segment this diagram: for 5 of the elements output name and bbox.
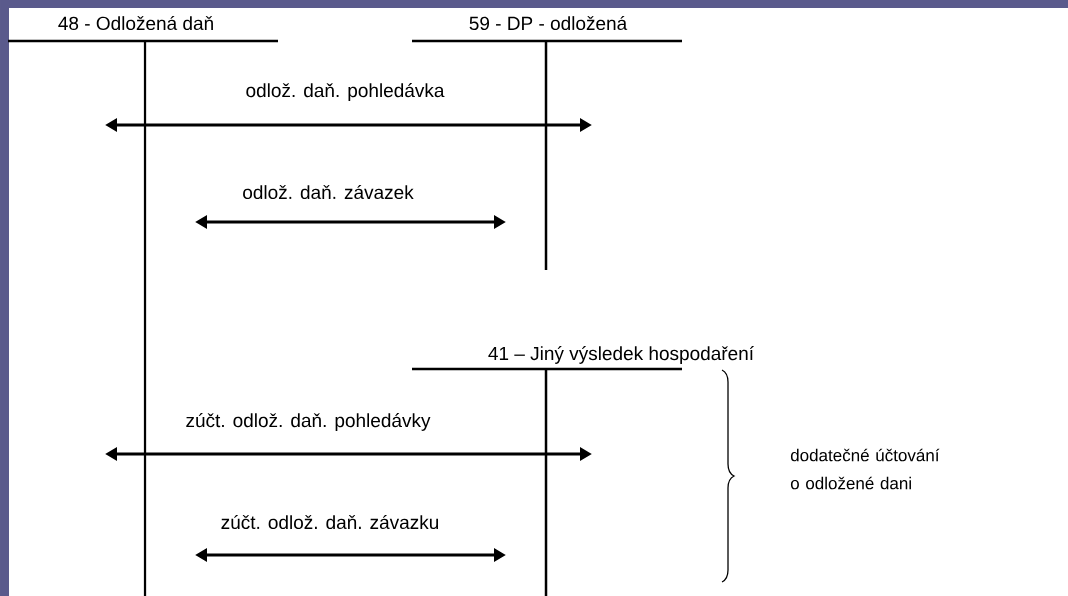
- edge-label: zúčt. odlož. daň. závazku: [221, 514, 439, 530]
- edge-label: odlož. daň. závazek: [243, 184, 414, 200]
- edge-label: odlož. daň. pohledávka: [246, 83, 445, 101]
- note-text: dodatečné účtování o odložené dani: [790, 448, 940, 490]
- edge-label: zúčt. odlož. daň. pohledávky: [186, 413, 431, 431]
